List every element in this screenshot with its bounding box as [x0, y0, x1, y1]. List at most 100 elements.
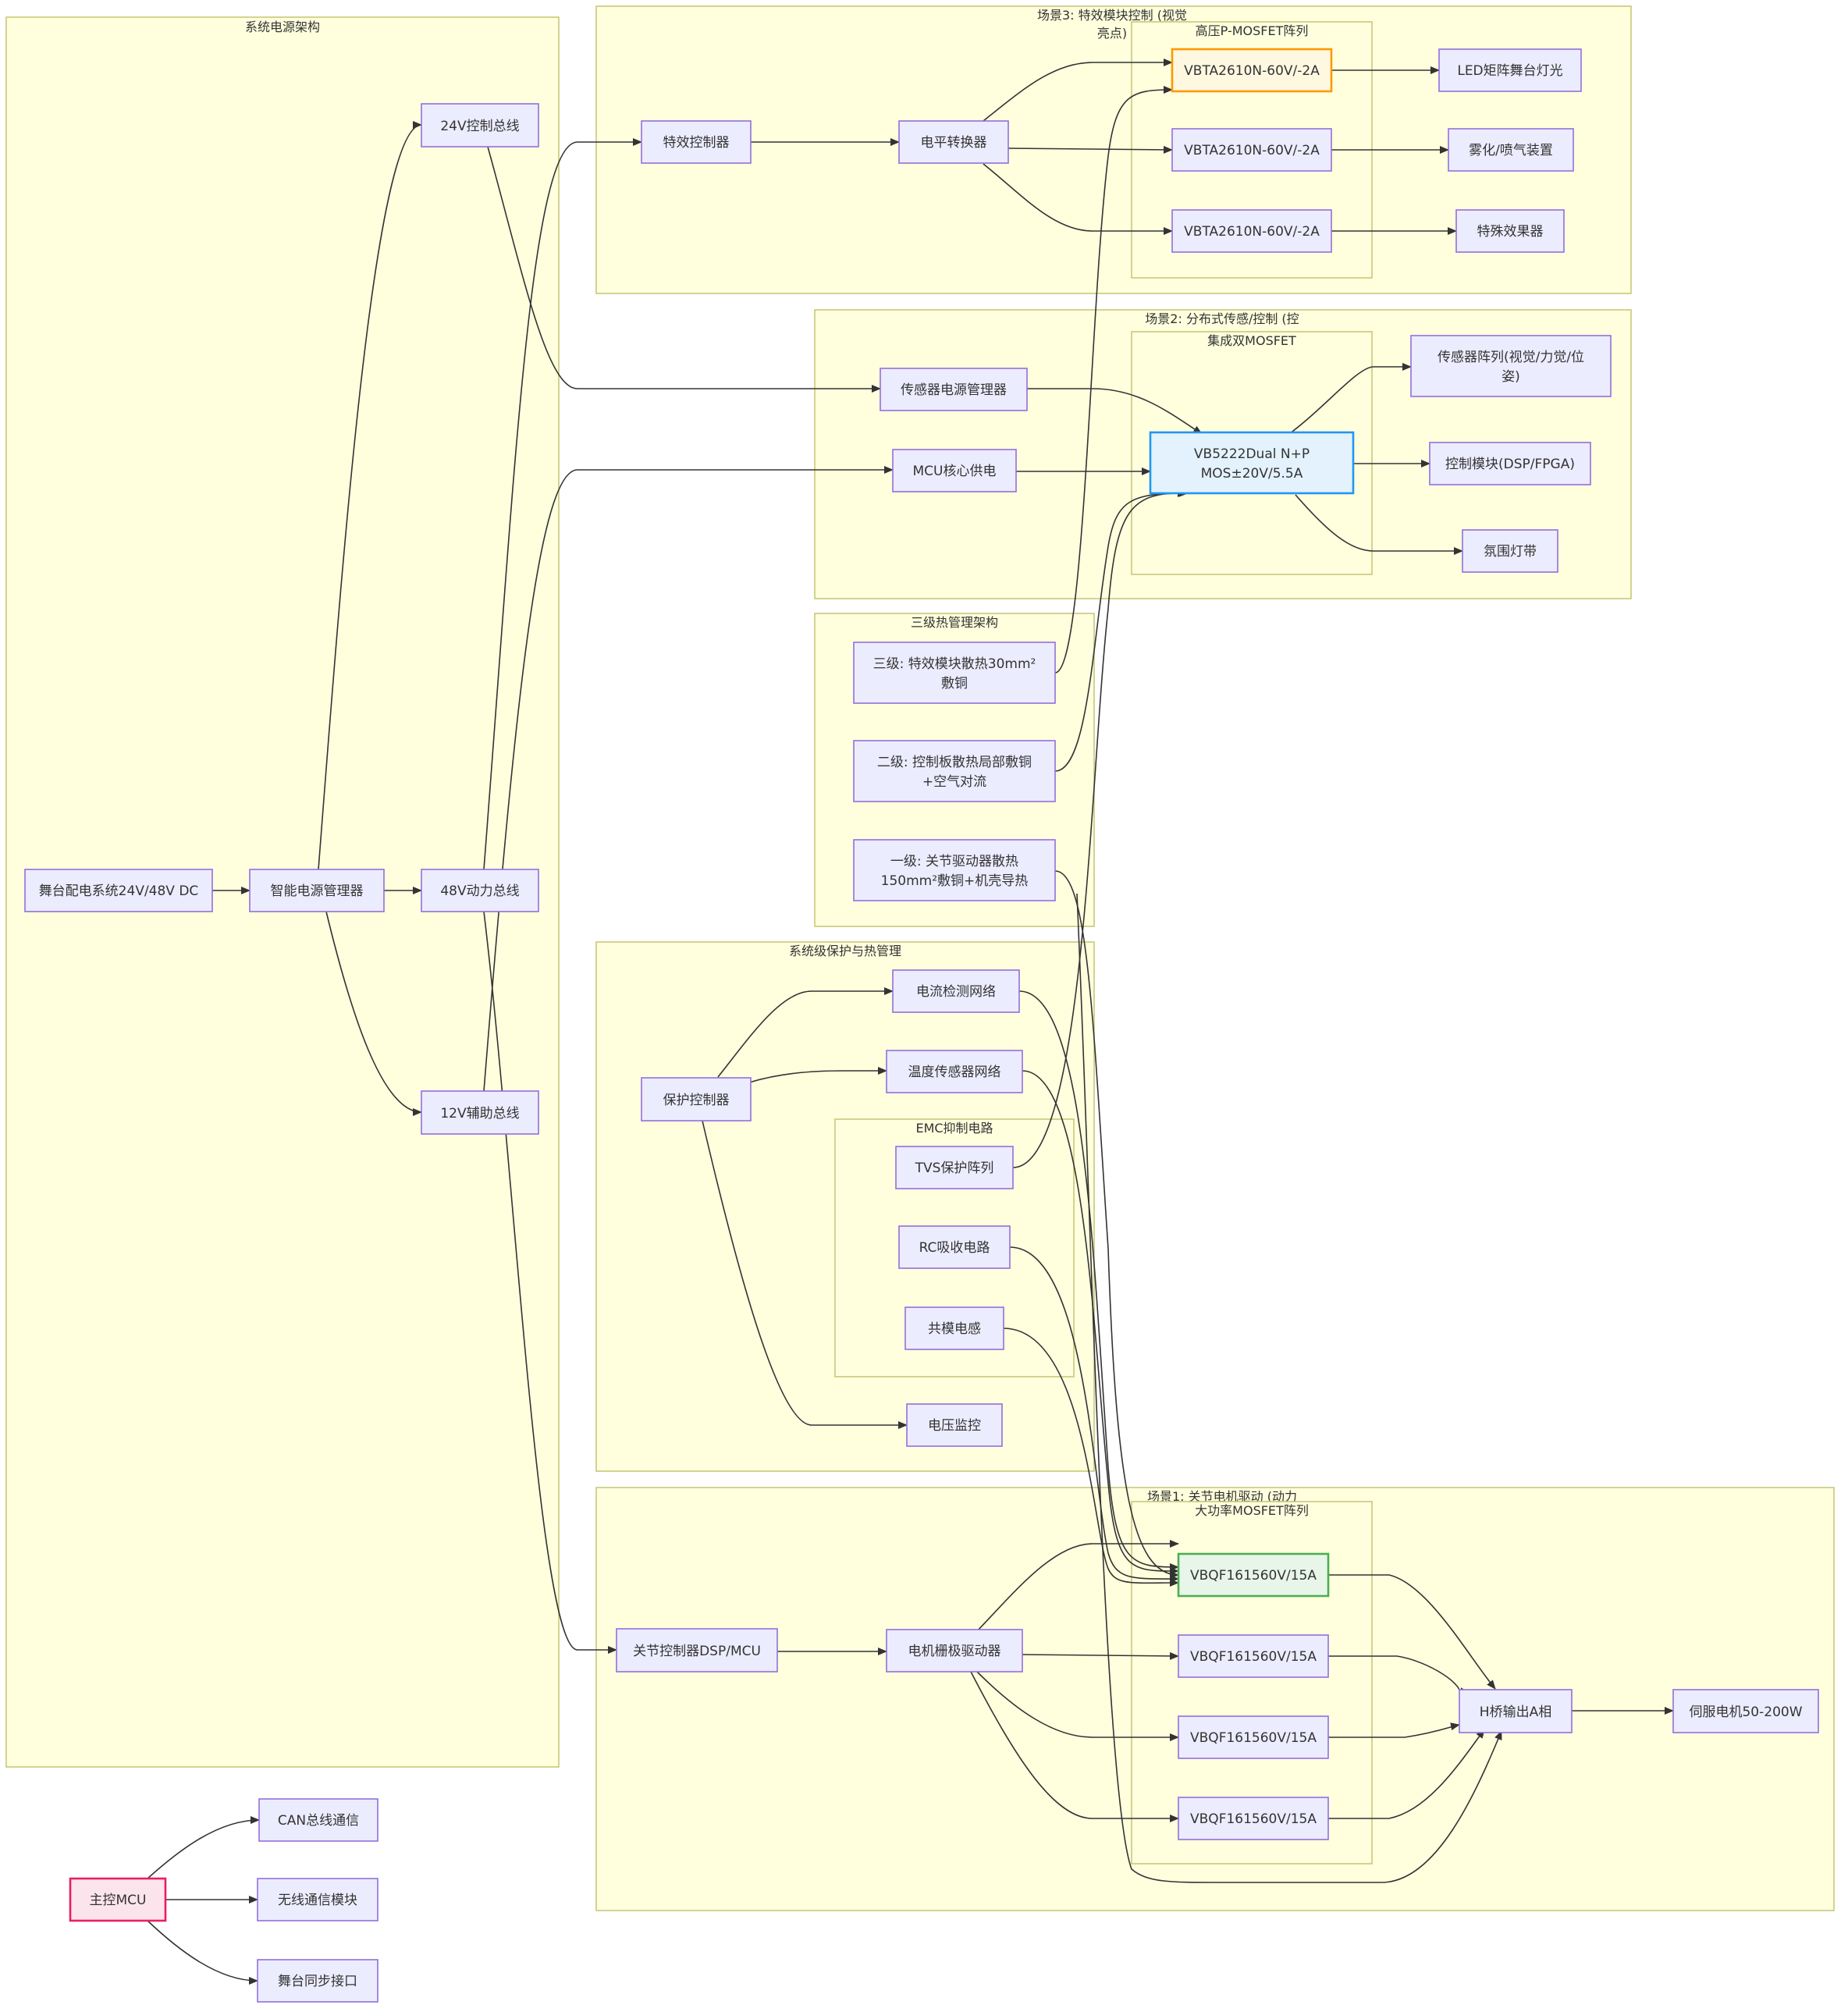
node-label: TVS保护阵列 [915, 1161, 994, 1176]
thermal-level1-node[interactable]: 一级: 关节驱动器散热 150mm²敷铜+机壳导热 [853, 839, 1056, 901]
node-label: LED矩阵舞台灯光 [1457, 63, 1562, 79]
node-label: VBQF161560V/15A [1190, 1730, 1317, 1746]
voltage-monitor-node[interactable]: 电压监控 [906, 1403, 1003, 1447]
node-label: VB5222Dual N+P [1194, 446, 1310, 462]
node-label: 电压监控 [928, 1418, 981, 1434]
edge [1054, 489, 1187, 772]
thermal-level2-node[interactable]: 二级: 控制板散热局部敷铜 +空气对流 [853, 740, 1056, 802]
fog-device-node[interactable]: 雾化/喷气装置 [1448, 128, 1574, 172]
cluster-label: 大功率MOSFET阵列 [1195, 1503, 1309, 1518]
node-label: 传感器阵列(视觉/力觉/位 [1438, 350, 1584, 365]
cluster-label: 系统级保护与热管理 [789, 944, 901, 958]
node-label: 共模电感 [928, 1321, 981, 1337]
edge [1076, 893, 1502, 1883]
ambient-light-node[interactable]: 氛围灯带 [1462, 529, 1558, 573]
sensor-power-manager-node[interactable]: 传感器电源管理器 [880, 368, 1028, 411]
edge [976, 1540, 1179, 1632]
edge [1295, 494, 1463, 555]
cluster-label: 场景3: 特效模块控制 (视觉 [1037, 8, 1187, 23]
cluster-label: 场景2: 分布式传感/控制 (控 [1145, 311, 1299, 326]
node-label: 150mm²敷铜+机壳导热 [881, 873, 1029, 889]
main-mcu-node[interactable]: 主控MCU [69, 1877, 167, 1922]
edge [1012, 489, 1189, 1168]
node-label: 二级: 控制板散热局部敷铜 [877, 755, 1032, 770]
fx-controller-node[interactable]: 特效控制器 [641, 120, 752, 164]
edge [983, 59, 1173, 122]
joint-controller-node[interactable]: 关节控制器DSP/MCU [616, 1628, 778, 1673]
tvs-array-node[interactable]: TVS保护阵列 [895, 1146, 1014, 1189]
node-label: 智能电源管理器 [271, 883, 364, 899]
node-label: CAN总线通信 [278, 1813, 359, 1829]
vbqf1615-node-2[interactable]: VBQF161560V/15A [1178, 1634, 1329, 1678]
vbta2610n-node-1[interactable]: VBTA2610N-60V/-2A [1171, 48, 1333, 93]
edge [1054, 86, 1173, 674]
edge [976, 1671, 1179, 1741]
edge [1288, 363, 1412, 435]
cluster-label: 高压P-MOSFET阵列 [1196, 23, 1309, 38]
rc-snubber-node[interactable]: RC吸收电路 [898, 1225, 1011, 1269]
node-label: 无线通信模块 [278, 1893, 357, 1908]
node-label: 雾化/喷气装置 [1469, 143, 1553, 158]
cluster-label: 系统电源架构 [245, 20, 320, 34]
node-label: 姿) [1502, 369, 1520, 385]
led-matrix-node[interactable]: LED矩阵舞台灯光 [1438, 48, 1582, 92]
stage-sync-node[interactable]: 舞台同步接口 [257, 1959, 378, 2003]
node-label: 传感器电源管理器 [901, 382, 1007, 398]
mcu-core-supply-node[interactable]: MCU核心供电 [892, 449, 1017, 492]
edge [146, 1816, 260, 1880]
edge [1003, 1328, 1179, 1587]
edges [146, 59, 1674, 1985]
node-label: 电机栅极驱动器 [908, 1644, 1001, 1659]
vbqf1615-node-4[interactable]: VBQF161560V/15A [1178, 1797, 1329, 1840]
node-label: 12V辅助总线 [440, 1106, 519, 1122]
node-label: H桥输出A相 [1480, 1705, 1551, 1720]
special-effects-node[interactable]: 特殊效果器 [1455, 209, 1565, 253]
control-module-node[interactable]: 控制模块(DSP/FPGA) [1429, 442, 1591, 485]
edge [1009, 1246, 1179, 1584]
level-shifter-node[interactable]: 电平转换器 [898, 120, 1009, 164]
smart-power-manager-node[interactable]: 智能电源管理器 [249, 869, 385, 912]
gate-driver-node[interactable]: 电机栅极驱动器 [886, 1629, 1023, 1673]
edge [1022, 1070, 1179, 1576]
node-label: 敷铜 [941, 676, 968, 691]
vbta2610n-node-2[interactable]: VBTA2610N-60V/-2A [1171, 128, 1332, 172]
bus-12v-node[interactable]: 12V辅助总线 [421, 1090, 539, 1135]
temperature-sense-node[interactable]: 温度传感器网络 [886, 1050, 1023, 1093]
vbqf1615-node-3[interactable]: VBQF161560V/15A [1178, 1715, 1329, 1759]
node-label: 氛围灯带 [1484, 544, 1537, 560]
servo-motor-node[interactable]: 伺服电机50-200W [1672, 1689, 1819, 1733]
edge [970, 1671, 1179, 1822]
can-bus-node[interactable]: CAN总线通信 [258, 1798, 378, 1842]
edge [483, 911, 617, 1654]
wireless-module-node[interactable]: 无线通信模块 [257, 1878, 378, 1921]
edge [483, 466, 894, 1092]
node-label: 伺服电机50-200W [1689, 1705, 1802, 1720]
node-label: VBTA2610N-60V/-2A [1184, 224, 1320, 240]
stage-power-node[interactable]: 舞台配电系统24V/48V DC [24, 869, 213, 912]
edge [318, 121, 422, 870]
edge [1027, 388, 1203, 435]
node-label: 一级: 关节驱动器散热 [890, 854, 1018, 869]
current-sense-node[interactable]: 电流检测网络 [892, 969, 1020, 1013]
node-label: 24V控制总线 [440, 119, 519, 134]
node-label: 三级: 特效模块散热30mm² [873, 656, 1036, 672]
protection-controller-node[interactable]: 保护控制器 [641, 1077, 752, 1122]
vb5222-dual-mos-node[interactable]: VB5222Dual N+P MOS±20V/5.5A [1149, 431, 1355, 495]
sensor-array-node[interactable]: 传感器阵列(视觉/力觉/位 姿) [1410, 335, 1612, 397]
node-label: 电流检测网络 [916, 984, 996, 1000]
edge [483, 138, 642, 870]
node-label: 保护控制器 [663, 1093, 730, 1108]
node-label: MCU核心供电 [913, 464, 997, 479]
node-label: 舞台同步接口 [278, 1974, 357, 1989]
vbqf1615-node-1[interactable]: VBQF161560V/15A [1177, 1552, 1330, 1598]
vbta2610n-node-3[interactable]: VBTA2610N-60V/-2A [1171, 209, 1332, 253]
bus-24v-node[interactable]: 24V控制总线 [421, 103, 539, 148]
cluster-label: 亮点) [1097, 26, 1127, 41]
h-bridge-node[interactable]: H桥输出A相 [1459, 1689, 1573, 1733]
edge [1328, 1574, 1496, 1690]
node-label: 主控MCU [90, 1893, 147, 1908]
node-label: VBQF161560V/15A [1190, 1649, 1317, 1665]
common-mode-choke-node[interactable]: 共模电感 [904, 1306, 1004, 1350]
bus-48v-node[interactable]: 48V动力总线 [421, 869, 539, 912]
thermal-level3-node[interactable]: 三级: 特效模块散热30mm² 敷铜 [853, 642, 1056, 704]
